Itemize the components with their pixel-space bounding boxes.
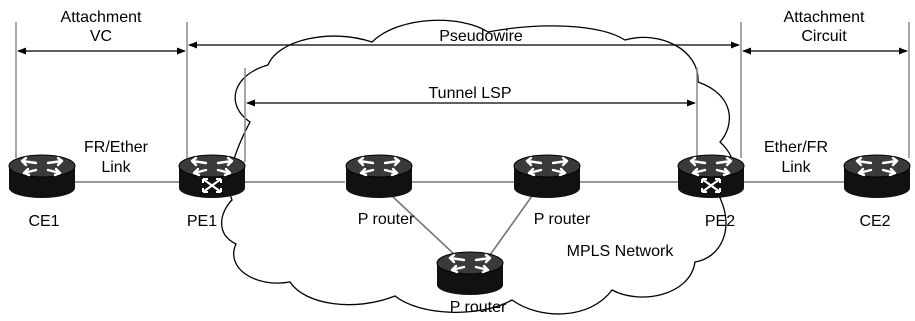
attachment-vc-label-line1: Attachment xyxy=(61,9,142,26)
p-router-bottom-label: P router xyxy=(450,299,507,316)
p-router-left-label: P router xyxy=(358,211,415,228)
ce2-router-icon xyxy=(842,153,912,200)
pseudowire-label: Pseudowire xyxy=(439,28,523,45)
attachment-circuit-label-line1: Attachment xyxy=(784,9,865,26)
fr-ether-link-label-line2: Link xyxy=(101,159,131,176)
tunnel-lsp-label: Tunnel LSP xyxy=(428,85,511,102)
pe2-router-icon xyxy=(678,155,744,198)
p-router-bottom-icon xyxy=(435,250,505,297)
ether-fr-link-label-line1: Ether/FR xyxy=(764,139,828,156)
attachment-vc-label-line2: VC xyxy=(90,28,112,45)
link-p-right-p-bottom xyxy=(489,195,533,256)
pe2-label: PE2 xyxy=(705,213,735,230)
fr-ether-link-label-line1: FR/Ether xyxy=(84,139,149,156)
mpls-network-label: MPLS Network xyxy=(567,243,675,260)
p-router-right-label: P router xyxy=(534,211,591,228)
link-p-left-p-bottom xyxy=(391,195,456,256)
ether-fr-link-label-line2: Link xyxy=(781,159,811,176)
ce2-label: CE2 xyxy=(859,213,890,230)
p-router-right-icon xyxy=(512,153,582,200)
attachment-circuit-label-line2: Circuit xyxy=(801,28,847,45)
pe1-router-icon xyxy=(179,155,245,198)
ce1-router-icon xyxy=(7,153,77,200)
mpls-network-cloud xyxy=(220,19,735,315)
pe1-label: PE1 xyxy=(187,213,217,230)
ce1-label: CE1 xyxy=(28,213,59,230)
p-router-left-icon xyxy=(344,153,414,200)
